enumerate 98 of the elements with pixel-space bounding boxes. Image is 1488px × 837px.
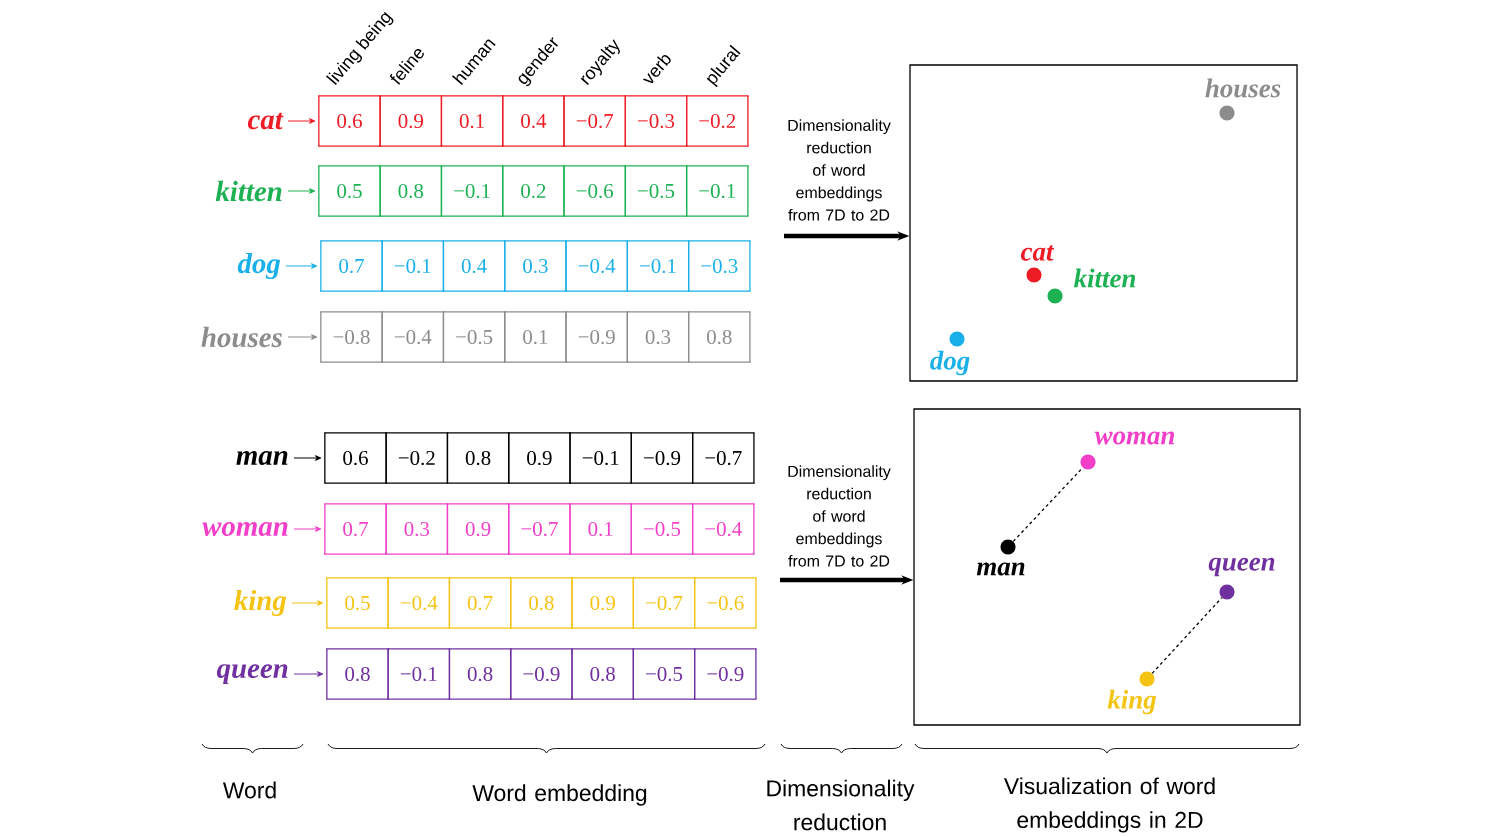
point-label: kitten [1074, 268, 1136, 288]
value-cell: 0.8 [325, 648, 390, 700]
word-label: houses [201, 326, 282, 348]
value-cell: −0.5 [630, 503, 694, 555]
value-cell: −0.4 [380, 311, 445, 363]
arrow [293, 455, 322, 461]
value-cell: 0.4 [501, 95, 566, 147]
value-cell: 0.7 [448, 577, 513, 629]
value-cell: −0.4 [564, 240, 629, 292]
value-cell: −0.2 [384, 432, 449, 484]
value-cell: 0.9 [446, 503, 511, 555]
section-caption: Word [222, 781, 276, 799]
value-cell: −0.1 [440, 165, 505, 217]
section-caption: Visualization of word embeddings in 2D [1003, 777, 1215, 833]
value-cell: 0.9 [378, 95, 443, 147]
arrow [285, 263, 318, 269]
value-cell: 0.7 [319, 240, 384, 292]
value-cell: 0.5 [325, 577, 390, 629]
word-label: cat [247, 112, 284, 130]
word-label: king [234, 589, 287, 617]
value-cell: 0.1 [440, 95, 505, 147]
value-cell: −0.1 [685, 165, 750, 217]
value-cell: 0.8 [509, 577, 574, 629]
value-cell: 0.1 [503, 311, 568, 363]
point-label: queen [1208, 557, 1275, 577]
value-cell: −0.7 [632, 577, 696, 629]
word-label: man [236, 451, 288, 465]
value-cell: −0.3 [687, 240, 752, 292]
value-cell: 0.8 [378, 165, 443, 217]
value-cell: −0.5 [632, 648, 696, 700]
value-cell: 0.9 [507, 432, 572, 484]
word-label: dog [237, 252, 281, 280]
data-point [1080, 454, 1096, 470]
value-cell: −0.7 [507, 503, 572, 555]
value-cell: −0.6 [693, 577, 758, 629]
value-cell: 0.3 [626, 311, 690, 363]
value-cell: −0.4 [386, 577, 451, 629]
value-cell: −0.7 [562, 95, 627, 147]
value-cell: 0.2 [501, 165, 566, 217]
value-cell: 0.9 [570, 577, 635, 629]
value-cell: 0.3 [384, 503, 449, 555]
value-cell: −0.1 [626, 240, 690, 292]
data-point [1139, 671, 1155, 687]
arrow [291, 600, 324, 606]
point-label: king [1107, 689, 1156, 715]
point-label: houses [1205, 78, 1281, 98]
value-cell: −0.2 [685, 95, 750, 147]
arrow [293, 671, 324, 677]
data-point [1000, 539, 1016, 555]
point-label: dog [930, 350, 970, 376]
arrow [287, 188, 316, 194]
value-cell: 0.3 [503, 240, 568, 292]
value-cell: −0.1 [386, 648, 451, 700]
value-cell: 0.4 [442, 240, 507, 292]
connector-line [1012, 466, 1084, 543]
value-cell: 0.1 [568, 503, 633, 555]
arrow [287, 118, 316, 124]
edge-label: Dimensionality reduction of word embeddings from 7D to 2D [788, 119, 891, 221]
connector-line [1151, 597, 1223, 674]
value-cell: −0.6 [562, 165, 627, 217]
value-cell: −0.9 [564, 311, 629, 363]
value-cell: −0.9 [693, 648, 758, 700]
plot-frame [913, 408, 1301, 726]
plot-frame [909, 64, 1298, 382]
value-cell: −0.9 [630, 432, 694, 484]
value-cell: 0.8 [570, 648, 635, 700]
value-cell: −0.5 [624, 165, 688, 217]
value-cell: −0.5 [442, 311, 507, 363]
value-cell: −0.3 [624, 95, 688, 147]
section-caption: Word embedding [472, 784, 647, 806]
data-point [1219, 584, 1235, 600]
value-cell: 0.5 [317, 165, 382, 217]
word-label: woman [202, 522, 288, 536]
value-cell: 0.7 [323, 503, 388, 555]
value-cell: −0.8 [319, 311, 384, 363]
value-cell: −0.4 [691, 503, 756, 555]
data-point [1026, 267, 1042, 283]
value-cell: 0.6 [317, 95, 382, 147]
data-point [1219, 105, 1235, 121]
value-cell: −0.1 [380, 240, 445, 292]
value-cell: −0.1 [568, 432, 633, 484]
value-cell: −0.7 [691, 432, 756, 484]
arrow [293, 526, 322, 532]
point-label: man [976, 562, 1025, 576]
value-cell: 0.6 [323, 432, 388, 484]
point-label: woman [1094, 431, 1175, 445]
word-label: kitten [215, 180, 282, 202]
data-point [949, 331, 965, 347]
section-caption: Dimensionality reduction [767, 779, 915, 831]
data-point [1047, 288, 1063, 304]
value-cell: 0.8 [448, 648, 513, 700]
edge-label: Dimensionality reduction of word embeddings from 7D to 2D [788, 465, 891, 567]
word-label: queen [216, 664, 288, 684]
point-label: cat [1020, 245, 1055, 261]
value-cell: 0.8 [446, 432, 511, 484]
value-cell: 0.8 [687, 311, 752, 363]
arrow [287, 334, 318, 340]
value-cell: −0.9 [509, 648, 574, 700]
